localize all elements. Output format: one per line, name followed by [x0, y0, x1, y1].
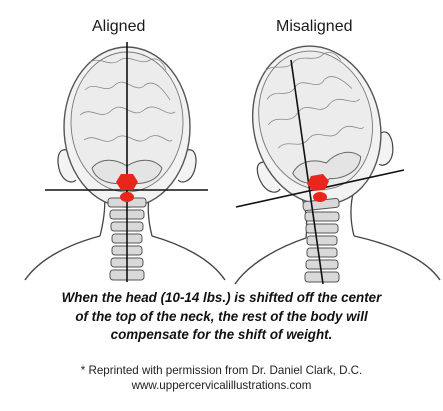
caption-line-1: When the head (10-14 lbs.) is shifted of… — [61, 290, 382, 305]
aligned-figure — [24, 42, 226, 282]
misaligned-atlas-marker — [307, 174, 329, 191]
credit: * Reprinted with permission from Dr. Dan… — [0, 363, 443, 393]
credit-line-1: * Reprinted with permission from Dr. Dan… — [80, 364, 363, 377]
aligned-axis-marker — [120, 192, 134, 202]
caption: When the head (10-14 lbs.) is shifted of… — [6, 289, 437, 345]
misaligned-figure — [234, 45, 441, 285]
credit-url[interactable]: www.uppercervicalillustrations.com — [131, 379, 312, 392]
misaligned-axis-marker — [313, 192, 327, 202]
misaligned-vertical-axis — [290, 59, 324, 285]
illustration — [24, 42, 441, 285]
caption-line-2: of the top of the neck, the rest of the … — [75, 308, 368, 324]
aligned-atlas-marker — [116, 174, 138, 190]
misaligned-label: Misaligned — [276, 18, 353, 35]
aligned-label: Aligned — [92, 18, 146, 35]
caption-line-3: compensate for the shift of weight. — [110, 327, 333, 342]
